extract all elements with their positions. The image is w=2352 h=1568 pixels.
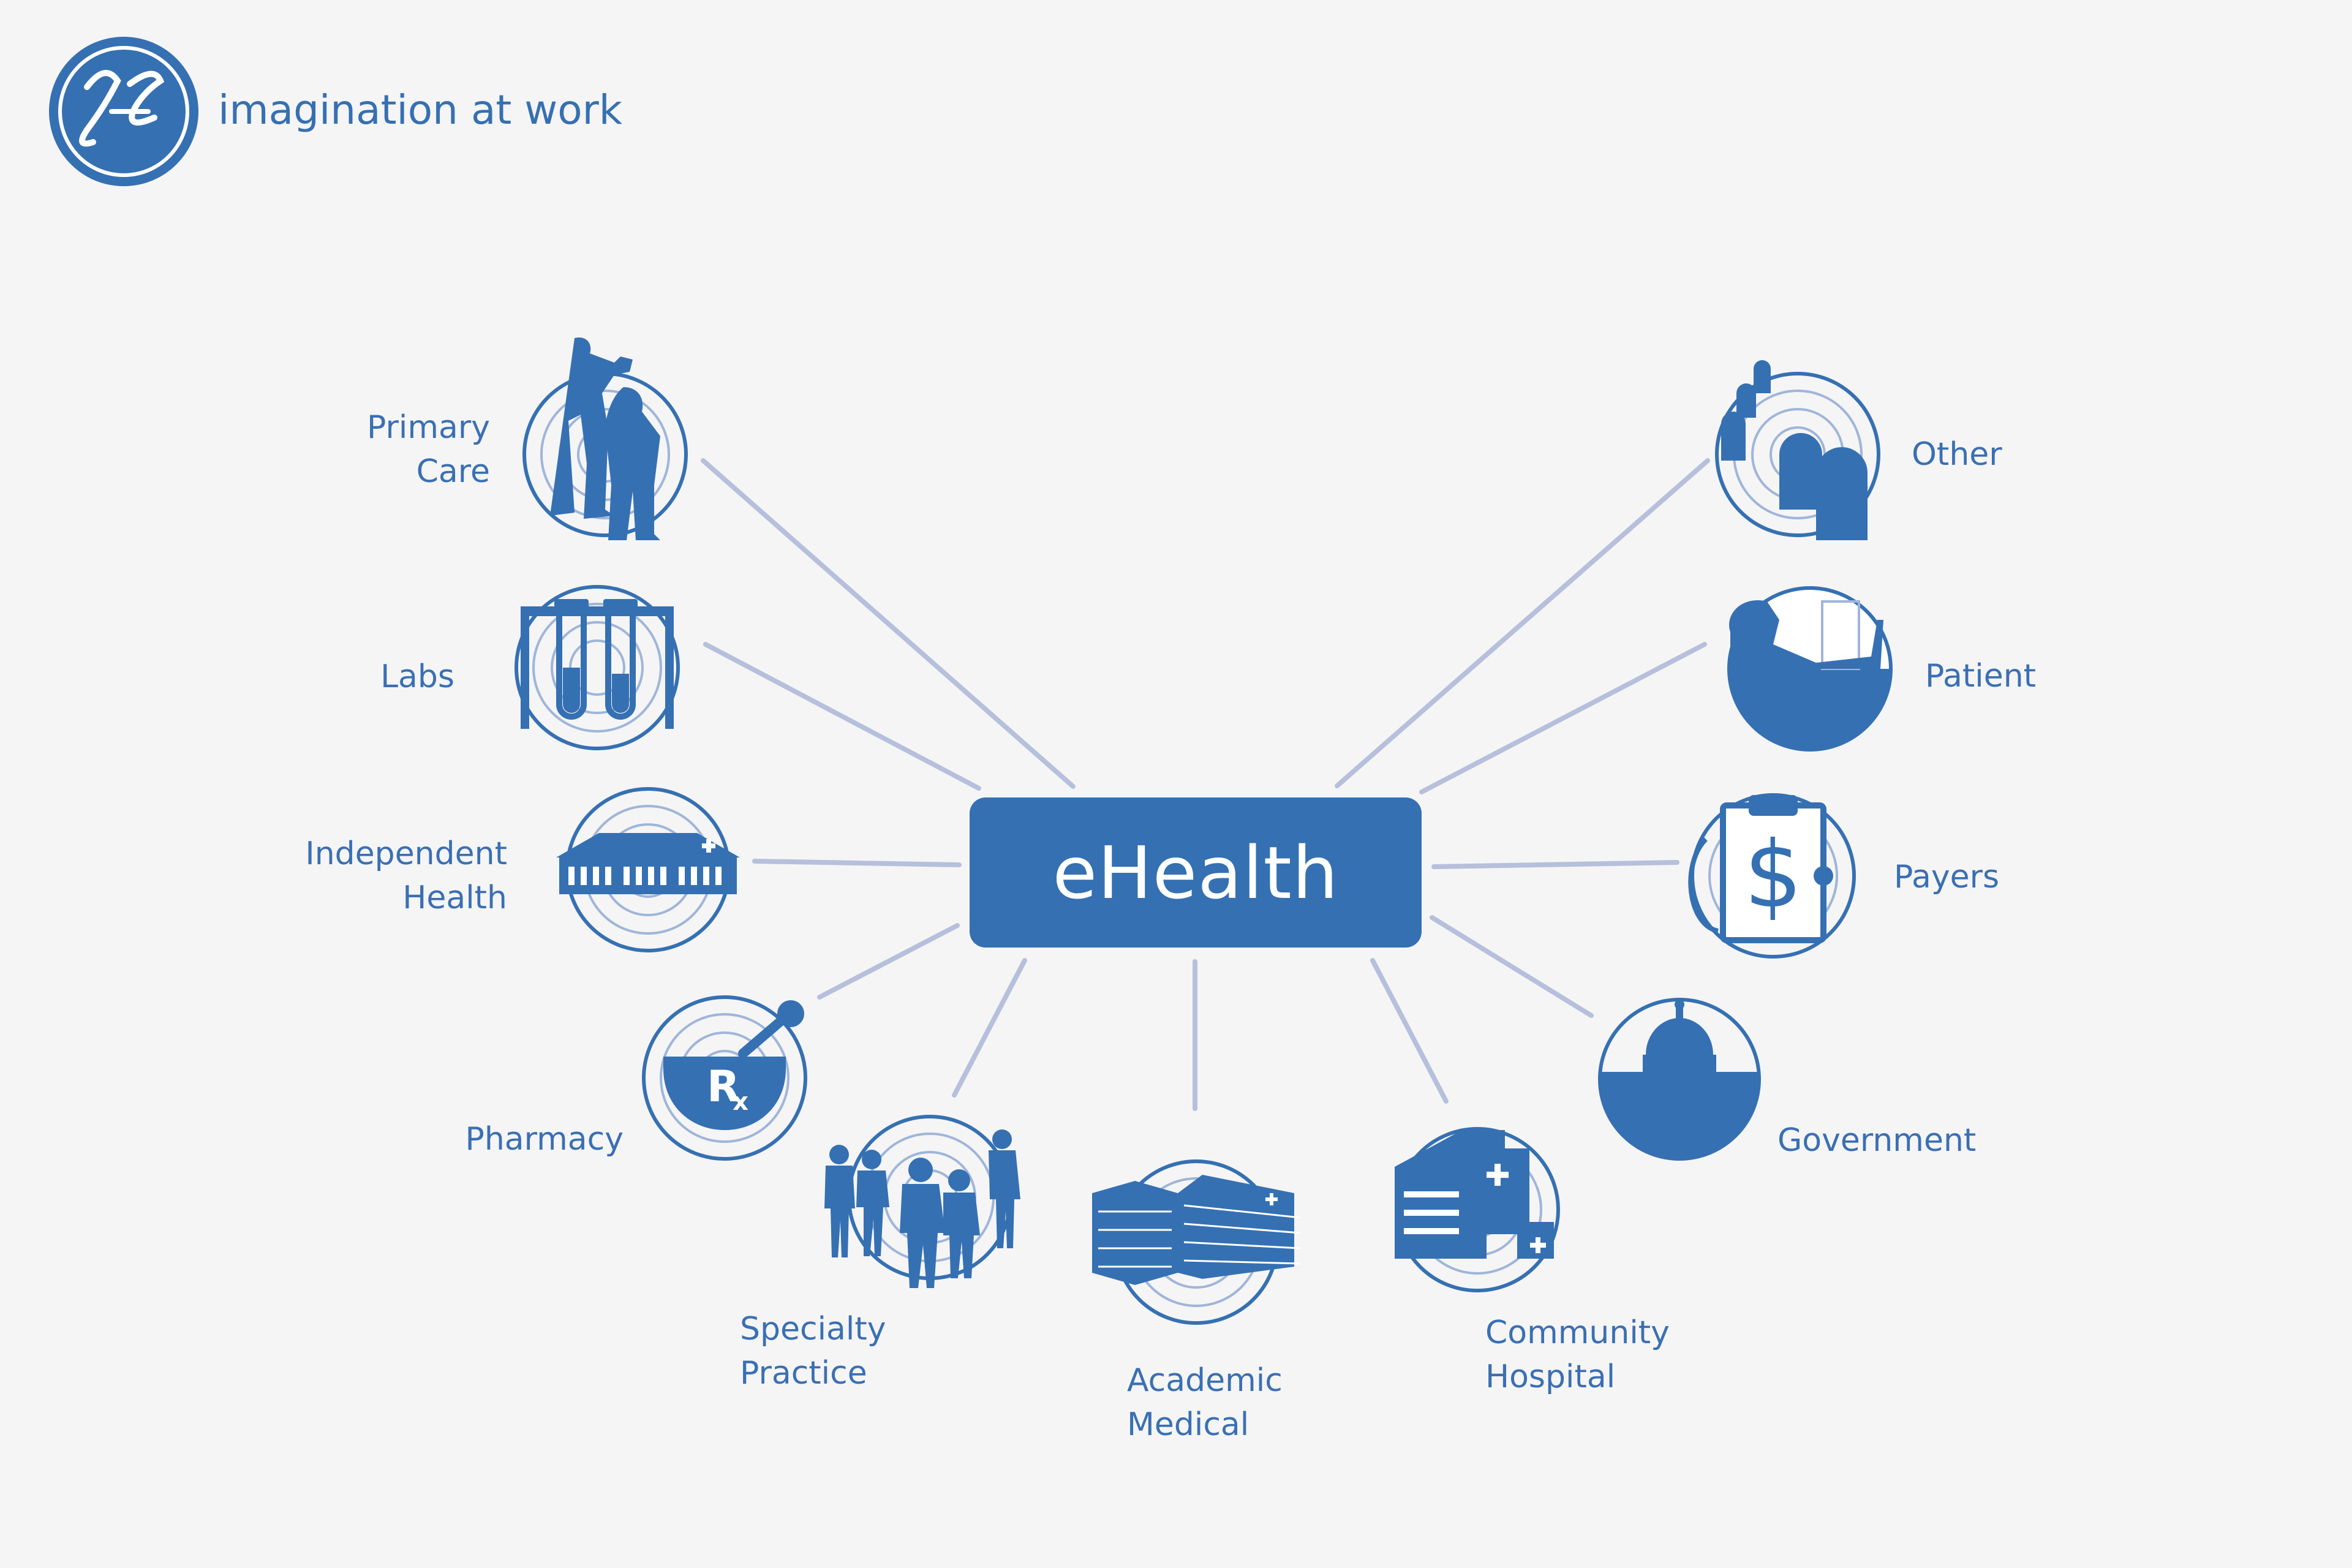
brand-tagline: imagination at work	[218, 86, 622, 134]
test-tubes-icon	[516, 587, 678, 748]
connector-pharmacy	[817, 923, 960, 1000]
ehealth-hub: eHealth	[970, 797, 1422, 948]
clipboard-dollar-icon: $	[1688, 795, 1854, 957]
clinic-building-icon	[556, 789, 740, 951]
connector-other	[1335, 458, 1710, 788]
label-labs: Labs	[380, 658, 454, 695]
medical-team-icon	[824, 1117, 1020, 1288]
other-shapes-icon	[1717, 360, 1879, 540]
label-government: Government	[1777, 1122, 1977, 1159]
doctor-examining-child-icon	[524, 337, 686, 540]
connector-community-hospital	[1370, 958, 1449, 1104]
label-patient: Patient	[1925, 658, 2037, 695]
hospital-building-icon	[1395, 1129, 1558, 1291]
connector-payers	[1431, 860, 1679, 869]
connector-patient	[1419, 642, 1707, 794]
label-other: Other	[1912, 436, 2002, 473]
connector-lines	[701, 458, 1710, 1111]
connector-independent-health	[752, 859, 962, 867]
connector-specialty-practice	[952, 958, 1027, 1098]
hub-label: eHealth	[1052, 830, 1339, 915]
medical-center-building-icon	[1092, 1161, 1301, 1323]
svg-text:x: x	[733, 1088, 748, 1116]
ge-logo	[49, 37, 198, 186]
mortar-pestle-rx-icon: R x	[644, 997, 805, 1159]
patient-at-computer-icon	[1727, 586, 1893, 752]
capitol-dome-icon	[1598, 998, 1761, 1161]
svg-text:$: $	[1744, 822, 1802, 929]
connector-government	[1430, 915, 1594, 1018]
svg-text:R: R	[707, 1061, 740, 1112]
connector-labs	[703, 642, 981, 791]
label-payers: Payers	[1894, 859, 2000, 895]
label-pharmacy: Pharmacy	[465, 1121, 624, 1158]
connector-primary-care	[701, 458, 1076, 789]
